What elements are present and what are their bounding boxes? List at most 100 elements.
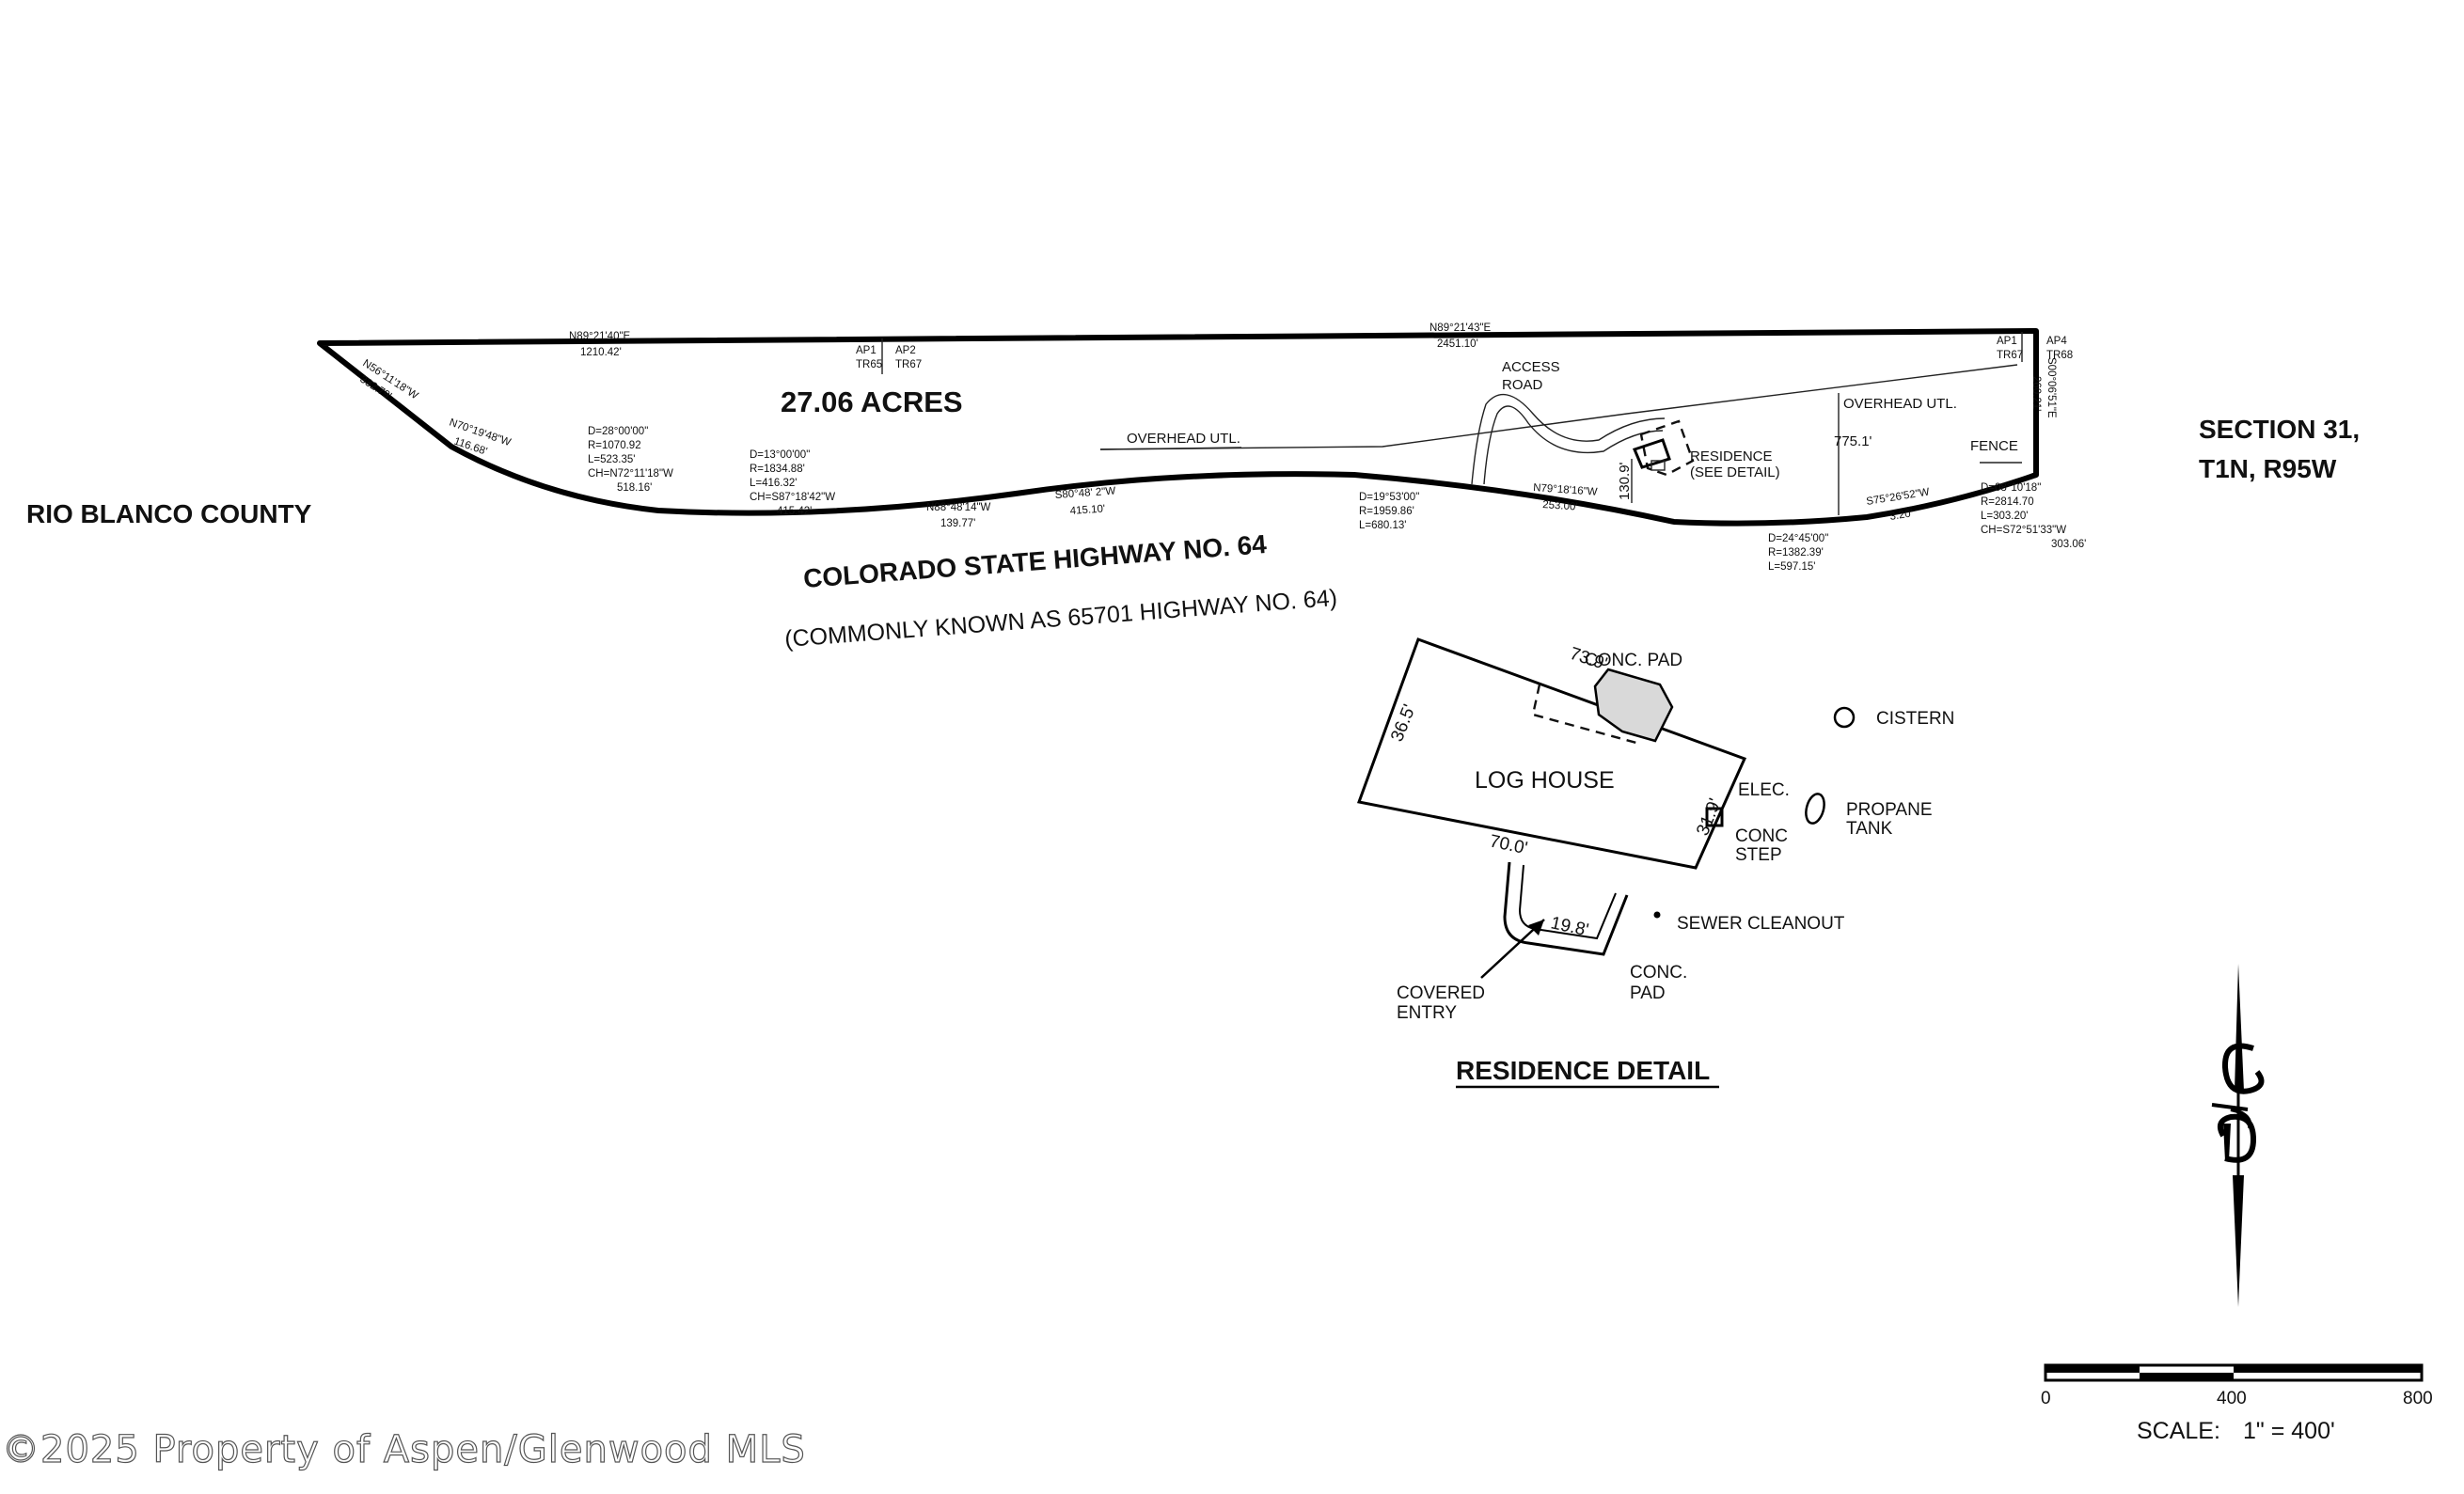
curve-c5-line: L=303.20' (1981, 511, 2028, 522)
call-south-b2-bearing: S80°48' 2"W (1054, 486, 1115, 501)
curve-c2-line: R=1834.88' (750, 464, 805, 475)
curve-c2-line: D=13°00'00" (750, 449, 810, 461)
curve-c1-line: CH=N72°11'18"W (588, 468, 673, 480)
covered-entry-label-1: COVERED (1397, 983, 1485, 1003)
curve-c4-line: L=597.15' (1768, 561, 1815, 573)
scale-bar (2044, 1363, 2424, 1382)
log-house-label: LOG HOUSE (1475, 767, 1615, 794)
covered-entry-arrowhead (1528, 920, 1544, 936)
curve-c5: D=08°10'18" R=2814.70 L=303.20' CH=S72°5… (1981, 482, 2086, 550)
call-south-b4-distance: 3.20' (1889, 508, 1914, 523)
curve-c5-line: 303.06' (2051, 539, 2086, 550)
curve-c1-line: D=28°00'00" (588, 426, 648, 437)
scale-tick-800: 800 (2403, 1389, 2433, 1408)
mls-watermark: ©2025 Property of Aspen/Glenwood MLS (2, 1428, 806, 1471)
curve-c1-line: R=1070.92 (588, 440, 641, 451)
call-south-b3-bearing: N79°18'16"W (1533, 482, 1598, 498)
residence-detail-title: RESIDENCE DETAIL (1456, 1056, 1710, 1085)
sewer-cleanout-label: SEWER CLEANOUT (1677, 914, 1845, 934)
call-south-b3-distance: 253.00' (1542, 499, 1578, 513)
residence-site-outline (1639, 419, 1695, 477)
call-south-b2-distance: 415.10' (1069, 503, 1105, 517)
conc-step (1705, 807, 1724, 827)
access-road-label-2: ROAD (1502, 377, 1543, 393)
overhead-utl-left: OVERHEAD UTL. (1127, 431, 1240, 447)
call-south-b1-distance: 139.77' (940, 518, 975, 529)
cistern-icon (1833, 706, 1856, 729)
call-north-east-bearing: N89°21'43"E (1429, 322, 1492, 334)
access-road-label-1: ACCESS (1502, 359, 1560, 375)
curve-c3-line: R=1959.86' (1359, 506, 1414, 517)
conc-step-label-1: CONC (1735, 826, 1788, 846)
curve-c3-line: D=19°53'00" (1359, 492, 1419, 503)
marker-ap4: AP4 (2046, 336, 2067, 347)
call-north-west-bearing: N89°21'40"E (569, 331, 631, 342)
curve-c1-line: 518.16' (617, 482, 652, 494)
call-east-bearing: S00°06'51"E (2045, 357, 2057, 418)
fence-label: FENCE (1970, 438, 2018, 454)
curve-c4: D=24°45'00" R=1382.39' L=597.15' (1768, 533, 1828, 573)
residence-pad (1651, 460, 1666, 471)
residence-label-1: RESIDENCE (1690, 448, 1773, 464)
covered-entry-pad (1503, 861, 1629, 956)
marker-tr68: TR68 (2046, 350, 2073, 361)
curve-c1-line: L=523.35' (588, 454, 635, 465)
north-arrow-icon (2211, 964, 2265, 1307)
marker-tr67-left: TR67 (895, 359, 922, 370)
county-label: RIO BLANCO COUNTY (26, 499, 312, 528)
curve-c2: D=13°00'00" R=1834.88' L=416.32' CH=S87°… (750, 449, 835, 517)
section-line-2: T1N, R95W (2199, 454, 2337, 483)
dimension-19-8: 19.8' (1549, 913, 1590, 940)
scale-ratio: 1" = 400' (2243, 1418, 2335, 1444)
overhead-utl-underline (1099, 447, 1242, 450)
curve-c4-line: R=1382.39' (1768, 547, 1824, 558)
interior-dashed-line (1531, 684, 1637, 745)
highway-common-name: (COMMONLY KNOWN AS 65701 HIGHWAY NO. 64) (783, 585, 1337, 653)
curve-c2-line: 415.42' (777, 506, 812, 517)
curve-c5-line: CH=S72°51'33"W (1981, 525, 2066, 536)
highway-label: COLORADO STATE HIGHWAY NO. 64 (802, 529, 1268, 593)
residence-label-2: (SEE DETAIL) (1690, 464, 1780, 480)
access-road (1471, 393, 1666, 485)
curve-c3-line: L=680.13' (1359, 520, 1406, 531)
curve-c3: D=19°53'00" R=1959.86' L=680.13' (1359, 492, 1419, 531)
elec-label: ELEC. (1738, 780, 1790, 800)
propane-label-1: PROPANE (1846, 800, 1933, 820)
conc-pad-top (1593, 668, 1674, 743)
call-east-distance: 260.21' (2030, 376, 2042, 411)
overhead-utl-right: OVERHEAD UTL. (1843, 396, 1957, 412)
conc-pad-top-label: CONC. PAD (1585, 651, 1682, 670)
curve-c4-line: D=24°45'00" (1768, 533, 1828, 544)
marker-tr67-right: TR67 (1997, 350, 2023, 361)
conc-pad-bottom-label-2: PAD (1630, 983, 1666, 1003)
scale-label: SCALE: (2137, 1418, 2220, 1444)
call-north-west-distance: 1210.42' (580, 347, 622, 358)
residence-footprint (1632, 438, 1671, 469)
marker-ap1-right: AP1 (1997, 336, 2017, 347)
conc-pad-bottom-label-1: CONC. (1630, 963, 1687, 983)
marker-tr65: TR65 (856, 359, 882, 370)
curve-c1: D=28°00'00" R=1070.92 L=523.35' CH=N72°1… (588, 426, 673, 494)
cistern-label: CISTERN (1876, 709, 1954, 729)
parcel-boundary (317, 328, 2039, 527)
dimension-775-label: 775.1' (1834, 433, 1872, 449)
scale-tick-400: 400 (2217, 1389, 2247, 1408)
covered-entry-label-2: ENTRY (1397, 1003, 1457, 1023)
propane-tank-icon (1805, 793, 1825, 825)
marker-ap1-left: AP1 (856, 345, 877, 356)
acreage-label: 27.06 ACRES (781, 385, 963, 418)
sewer-cleanout-icon (1653, 911, 1661, 919)
access-road-edge (1483, 405, 1664, 485)
section-line-1: SECTION 31, (2199, 415, 2360, 444)
dimension-70-0: 70.0' (1488, 831, 1529, 858)
call-north-east-distance: 2451.10' (1437, 338, 1478, 350)
marker-ap2: AP2 (895, 345, 916, 356)
dimension-130-label: 130.9' (1617, 462, 1633, 500)
call-south-b1-bearing: N88°48'14"W (926, 502, 991, 513)
propane-label-2: TANK (1846, 819, 1893, 839)
conc-step-label-2: STEP (1735, 845, 1782, 865)
log-house-outline (1356, 637, 1747, 870)
curve-c2-line: CH=S87°18'42"W (750, 492, 835, 503)
curve-c2-line: L=416.32' (750, 478, 797, 489)
